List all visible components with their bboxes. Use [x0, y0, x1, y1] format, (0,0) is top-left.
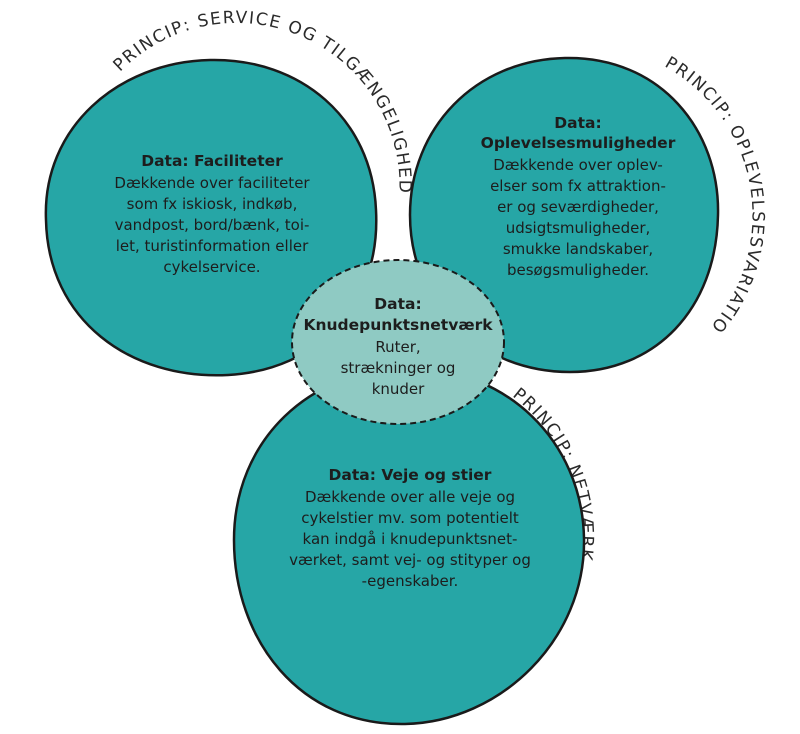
experiences-line-2: elser som fx attraktion-	[490, 177, 666, 195]
facilities-circle-shape	[44, 58, 378, 377]
facilities-line-5: cykelservice.	[163, 258, 260, 276]
roads-line-2: cykelstier mv. som potentielt	[301, 509, 519, 527]
roads-circle: Data: Veje og stier Dækkende over alle v…	[232, 366, 586, 726]
network-line-1: Ruter,	[375, 338, 420, 356]
facilities-line-3: vandpost, bord/bænk, toi-	[115, 216, 310, 234]
roads-line-4: værket, samt vej- og stityper og	[289, 551, 531, 569]
network-ellipse-shape	[291, 259, 505, 425]
network-ellipse: Data: Knudepunktsnetværk Ruter, stræknin…	[291, 259, 505, 425]
experiences-title-line-1: Data:	[554, 114, 601, 132]
roads-circle-shape	[232, 366, 586, 726]
facilities-line-1: Dækkende over faciliteter	[114, 174, 310, 192]
experiences-line-6: besøgsmuligheder.	[507, 261, 649, 279]
experiences-line-4: udsigtsmuligheder,	[506, 219, 651, 237]
experiences-title-line-2: Oplevelsesmuligheder	[481, 134, 676, 152]
roads-line-3: kan indgå i knudepunktsnet-	[303, 530, 518, 548]
facilities-line-2: som fx iskiosk, indkøb,	[127, 195, 298, 213]
experiences-circle-shape	[408, 56, 720, 374]
roads-line-1: Dækkende over alle veje og	[305, 488, 515, 506]
network-title-line-1: Data:	[374, 295, 421, 313]
roads-title: Data: Veje og stier	[329, 466, 492, 484]
facilities-line-4: let, turistinformation eller	[116, 237, 309, 255]
network-title-line-2: Knudepunktsnetværk	[303, 316, 493, 334]
facilities-circle: Data: Faciliteter Dækkende over facilite…	[44, 58, 378, 377]
experiences-line-3: er og seværdigheder,	[497, 198, 659, 216]
experiences-line-1: Dækkende over oplev-	[493, 156, 663, 174]
facilities-title: Data: Faciliteter	[141, 152, 283, 170]
roads-line-5: -egenskaber.	[362, 572, 459, 590]
experiences-circle: Data: Oplevelsesmuligheder Dækkende over…	[408, 56, 720, 374]
network-line-3: knuder	[372, 380, 425, 398]
network-line-2: strækninger og	[341, 359, 456, 377]
experiences-line-5: smukke landskaber,	[503, 240, 653, 258]
